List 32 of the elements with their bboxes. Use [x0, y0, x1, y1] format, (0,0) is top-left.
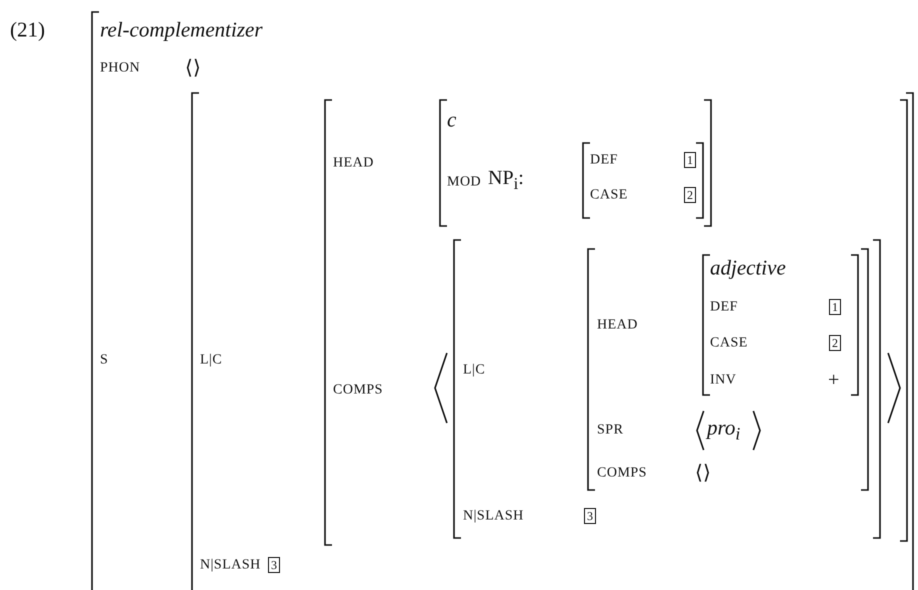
feature-name: COMPS: [333, 382, 383, 398]
category-label: NP$_{i}$:: [488, 166, 524, 194]
type-name: pro$_{i}$: [707, 416, 740, 444]
boxed-tag: 2: [684, 187, 696, 203]
feature-name: INV: [710, 372, 736, 388]
feature-name: CASE: [710, 335, 748, 351]
empty-list: ⟨⟩: [695, 462, 711, 484]
feature-name: N|SLASH: [200, 557, 261, 573]
boxed-tag: 3: [268, 557, 280, 573]
feature-name: N|SLASH: [463, 508, 524, 524]
feature-name: SPR: [597, 422, 624, 438]
example-number: (21): [10, 18, 45, 42]
boxed-tag: 1: [829, 299, 841, 315]
feature-name: MOD: [447, 174, 482, 190]
empty-list: ⟨⟩: [185, 57, 201, 79]
feature-name: HEAD: [333, 155, 374, 171]
feature-name: S: [100, 352, 108, 368]
type-name: rel-complementizer: [100, 18, 263, 42]
feature-name: L|C: [200, 352, 222, 368]
feature-name: COMPS: [597, 465, 647, 481]
boxed-tag: 2: [829, 335, 841, 351]
boxed-tag: 3: [584, 508, 596, 524]
feature-name: DEF: [590, 152, 618, 168]
feature-name: DEF: [710, 299, 738, 315]
type-name: adjective: [710, 256, 786, 280]
type-name: c: [447, 108, 456, 132]
feature-name: HEAD: [597, 317, 638, 333]
feature-name: L|C: [463, 362, 486, 378]
feature-name: PHON: [100, 60, 140, 76]
feature-name: CASE: [590, 187, 628, 203]
value-symbol: +: [828, 369, 840, 391]
boxed-tag: 1: [684, 152, 696, 168]
